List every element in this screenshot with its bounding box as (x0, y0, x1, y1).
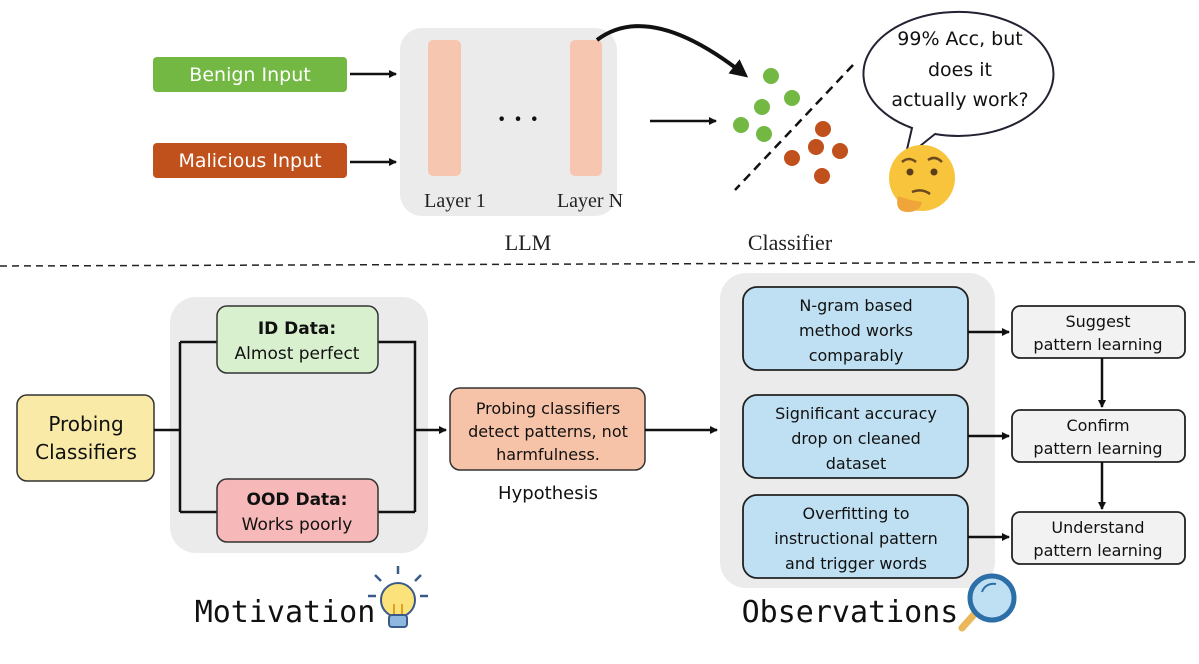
observation-3-line-3: and trigger words (785, 554, 927, 573)
layer-n-bar (570, 40, 602, 176)
bubble-line-3: actually work? (891, 89, 1028, 111)
ood-data-title: OOD Data: (247, 490, 348, 510)
conclusion-1-line-2: pattern learning (1033, 335, 1162, 354)
section-divider (0, 261, 1199, 267)
id-data-box (216, 305, 379, 374)
layer-1-label: Layer 1 (424, 190, 486, 212)
hypothesis-line-1: Probing classifiers (476, 399, 620, 418)
magnifier-icon (958, 573, 1017, 632)
thinking-face-icon (889, 145, 955, 212)
id-data-text: Almost perfect (235, 344, 360, 364)
hypothesis-label: Hypothesis (498, 483, 598, 504)
conclusion-3: Understand pattern learning (1011, 511, 1186, 565)
conclusion-3-line-1: Understand (1051, 518, 1144, 537)
ood-data-box (216, 478, 379, 543)
probing-line-2: Classifiers (35, 440, 137, 464)
layer-1-bar (428, 40, 461, 176)
benign-point (756, 126, 772, 142)
observation-2: Significant accuracy drop on cleaned dat… (742, 394, 969, 479)
observation-2-line-1: Significant accuracy (775, 404, 937, 423)
lightbulb-icon (368, 566, 428, 628)
benign-input-label: Benign Input (189, 64, 310, 86)
conclusion-1: Suggest pattern learning (1011, 305, 1186, 359)
observation-1-line-3: comparably (809, 346, 904, 365)
observation-2-line-2: drop on cleaned (791, 429, 920, 448)
observation-1-line-1: N-gram based (799, 296, 912, 315)
conclusion-2: Confirm pattern learning (1011, 409, 1186, 463)
malicious-input-box (153, 143, 347, 178)
conclusion-1-line-1: Suggest (1065, 312, 1130, 331)
hypothesis-line-3: harmfulness. (496, 445, 600, 464)
ood-data-text: Works poorly (242, 515, 353, 535)
probing-classifiers-box (16, 394, 155, 482)
conclusion-2-line-1: Confirm (1066, 416, 1129, 435)
ellipsis: · · · (497, 104, 539, 135)
observation-1: N-gram based method works comparably (742, 286, 969, 371)
observation-1-line-2: method works (799, 321, 913, 340)
malicious-point (832, 143, 848, 159)
benign-point (754, 99, 770, 115)
benign-point (763, 68, 779, 84)
hypothesis-line-2: detect patterns, not (468, 422, 628, 441)
classifier-label: Classifier (748, 230, 833, 255)
conclusion-2-line-2: pattern learning (1033, 439, 1162, 458)
malicious-points (784, 121, 848, 184)
curved-arrow (595, 24, 749, 78)
speech-bubble (862, 10, 1055, 161)
observation-3: Overfitting to instructional pattern and… (742, 494, 969, 579)
benign-input-box (153, 57, 347, 92)
decision-boundary (734, 64, 854, 191)
malicious-point (815, 121, 831, 137)
bubble-line-1: 99% Acc, but (897, 28, 1022, 50)
benign-point (784, 90, 800, 106)
benign-points (733, 68, 800, 142)
bracket-connectors (154, 340, 417, 514)
observation-3-line-2: instructional pattern (774, 529, 937, 548)
observation-3-line-1: Overfitting to (803, 504, 910, 523)
benign-point (733, 117, 749, 133)
layer-n-label: Layer N (557, 190, 623, 212)
observations-label: Observations (742, 595, 959, 630)
motivation-label: Motivation (195, 595, 376, 630)
probing-line-1: Probing (48, 412, 123, 436)
malicious-input-label: Malicious Input (178, 150, 321, 172)
bubble-line-2: does it (928, 59, 992, 81)
observation-2-line-3: dataset (826, 454, 887, 473)
malicious-point (784, 150, 800, 166)
llm-label: LLM (505, 230, 551, 255)
malicious-point (808, 139, 824, 155)
id-data-title: ID Data: (258, 319, 336, 339)
malicious-point (814, 168, 830, 184)
conclusion-3-line-2: pattern learning (1033, 541, 1162, 560)
